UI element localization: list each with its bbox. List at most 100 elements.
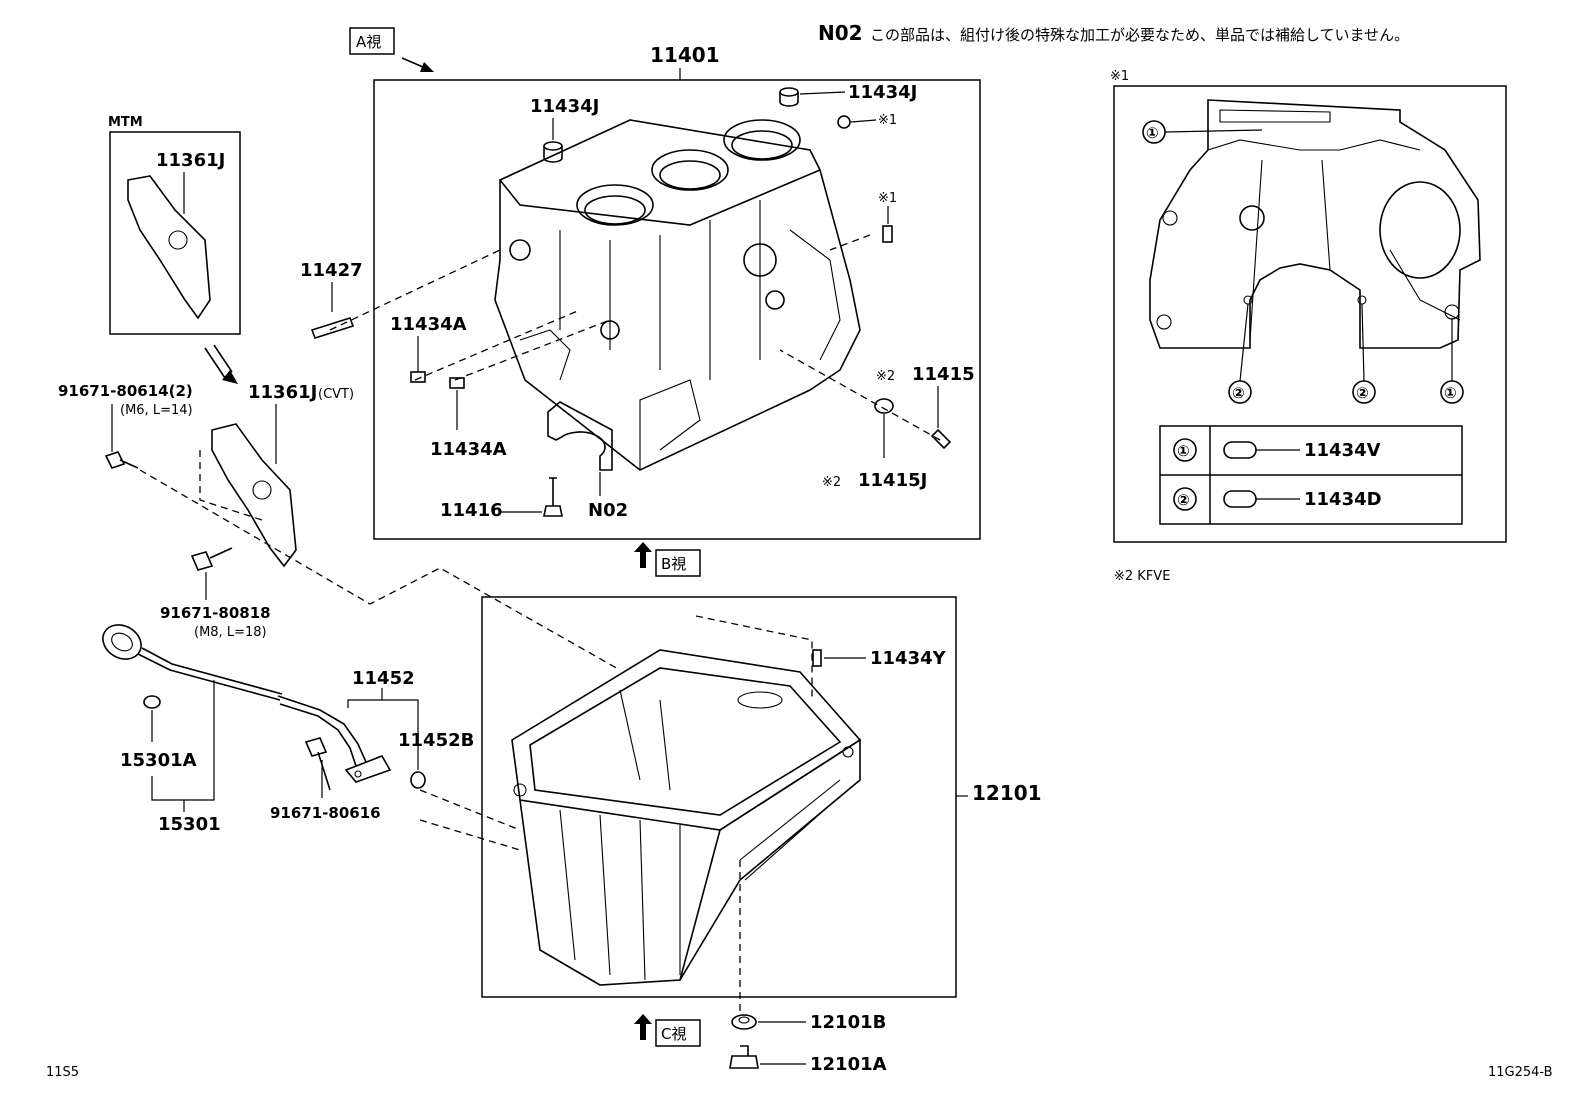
inset-callout-1-right-text: ① [1444,384,1457,402]
dash-bracket-bolt [199,450,263,521]
pin-11434y [812,649,822,667]
label-91671-80616: 91671-80616 [270,804,381,822]
label-11434j-left: 11434J [530,96,599,117]
label-11415j: 11415J [858,470,927,491]
mark1-side: ※1 [878,191,897,206]
dash-plug [779,349,941,441]
dash-guide-pan-2 [419,819,521,851]
cylinder-block-illustration [494,119,861,471]
bolt-11416-shank [549,477,557,506]
gasket-12101b-hole [738,1016,750,1024]
label-m6-spec: (M6, L=14) [120,403,193,418]
dash-pan-pin [695,615,813,700]
pan-frame [481,596,957,998]
label-n02: N02 [588,500,628,521]
plug-11415 [930,428,952,450]
inset-frame [1113,85,1507,543]
note-code: N02 [818,21,863,45]
label-11452: 11452 [352,668,415,689]
mark2-gasket: ※2 [822,475,841,490]
bolt-91671-80818 [190,547,233,571]
corner-code-right: 11G254-B [1488,1065,1553,1080]
label-11361j-mtm: 11361J [156,150,225,171]
mtm-arrowhead [222,370,238,384]
dash-bracket-pan [139,469,621,671]
bracket-mtm [127,175,211,320]
block-rear-illustration [1149,99,1481,349]
view-c-label: C視 [661,1025,686,1043]
view-b-box [655,549,701,577]
bolt-91671-80616 [304,737,331,791]
label-m8-spec: (M8, L=18) [194,625,267,640]
dowel-j-left [543,141,563,163]
inset-callout-2-left-text: ② [1232,384,1245,402]
inset-mark1: ※1 [1110,69,1129,84]
label-12101: 12101 [972,781,1042,805]
inset-callout-1-top-text: ① [1146,124,1159,142]
view-a-arrowhead [420,62,434,72]
table-row-1-icon [1223,441,1257,459]
label-11416: 11416 [440,500,503,521]
bracket-mtm-hole [168,230,188,250]
oring-11452b [410,771,426,789]
inset-leader-1-top [1164,129,1263,133]
view-b-label: B視 [661,555,686,573]
label-cvt-suffix: (CVT) [318,387,354,402]
dash-pin-a1 [414,309,581,381]
bolt-11416-head [543,505,563,517]
view-a-label: A視 [356,33,381,51]
label-mtm: MTM [108,115,143,130]
gasket-12101b [731,1014,757,1030]
label-11361j-cvt: 11361J [248,382,317,403]
label-11401: 11401 [650,43,720,67]
inset-leader-2-left [1239,303,1249,382]
table-row-2-part: 11434D [1304,489,1382,510]
table-row-1-num: ① [1177,442,1190,460]
label-15301: 15301 [158,814,221,835]
inset-callout-2-right-text: ② [1356,384,1369,402]
pin-1-side [882,225,893,243]
label-11434y: 11434Y [870,648,947,669]
stud-11427 [310,317,355,339]
label-11434a-2: 11434A [430,439,507,460]
label-11427: 11427 [300,260,363,281]
dash-guide-pan-1 [419,789,521,831]
dash-pin-1 [829,234,871,251]
bracket-11452 [347,699,419,770]
table-row-1-part: 11434V [1304,440,1381,461]
label-15301a: 15301A [120,750,197,771]
dowel-j-right [779,87,799,107]
dash-pin-a2 [454,319,611,381]
mark2-plug: ※2 [876,369,895,384]
leader-11434j-right [799,91,846,95]
table-row-1-circle [1173,438,1197,462]
label-91671-80614: 91671-80614(2) [58,382,193,400]
oring-15301a [143,695,161,709]
dash-stud [329,249,501,331]
label-11434j-right: 11434J [848,82,917,103]
pin-11434a-2 [449,377,465,389]
bracket-15301 [151,680,215,801]
bearing-cap-n02 [547,401,613,471]
inset-leader-2-right [1361,303,1365,382]
label-11434a-1: 11434A [390,314,467,335]
view-c-box [655,1019,701,1047]
pin-11434a-1 [410,371,426,383]
label-11452b: 11452B [398,730,474,751]
table-row-2-num: ② [1177,491,1190,509]
note-mark2-kfve: ※2 KFVE [1114,569,1170,584]
table-row-2-icon [1223,490,1257,508]
bracket-cvt-hole [252,480,272,500]
table-row-2-circle [1173,487,1197,511]
pin-1-top [837,115,851,129]
inset-part-table [1159,425,1463,525]
dipstick-15301 [102,624,283,701]
bolt-91671-80614 [104,451,139,469]
label-12101b: 12101B [810,1012,886,1033]
gasket-11415j [874,398,894,414]
corner-code-left: 11S5 [46,1065,79,1080]
note-text: この部品は、組付け後の特殊な加工が必要なため、単品では補給していません。 [870,26,1409,44]
view-b-arrow [634,542,652,568]
mtm-arrow [204,344,233,379]
